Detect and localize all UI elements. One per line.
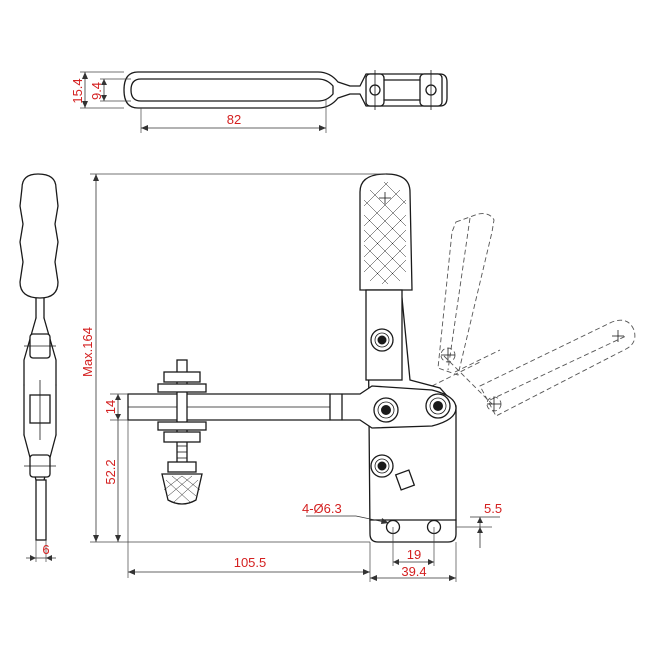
- dim-arrow: [101, 95, 107, 101]
- phantom-handle-open: [479, 319, 636, 417]
- dim-arrow: [381, 518, 389, 524]
- dim-label-reach: 105.5: [234, 555, 267, 570]
- dim-arrow: [46, 555, 52, 561]
- top-view-handle-outer: [123, 71, 448, 109]
- dim-arrow: [30, 555, 36, 561]
- dim-label-base-width: 39.4: [401, 564, 426, 579]
- spindle-top-nut: [163, 371, 201, 383]
- spindle-hex-nut: [167, 461, 197, 473]
- dim-label-bar-thickness: 14: [103, 400, 118, 414]
- spindle-top-washer: [157, 383, 207, 393]
- dim-label-max-height: Max.164: [80, 327, 95, 377]
- arm-pivot-ring: [377, 401, 395, 419]
- side-view: [19, 173, 59, 541]
- handle-knurl-pattern: [363, 181, 407, 285]
- stop-screw: [394, 469, 416, 491]
- front-view: [127, 173, 636, 543]
- dim-arrow: [93, 174, 99, 181]
- dim-arrow: [449, 575, 456, 581]
- lower-pivot-center-icon: [377, 461, 387, 471]
- link-pivot-ring: [429, 397, 447, 415]
- side-view-dimensions: 6: [26, 540, 56, 562]
- spindle-bottom-nut: [163, 431, 201, 443]
- dim-arrow: [115, 535, 121, 542]
- dim-arrow: [128, 569, 135, 575]
- dim-arrow: [115, 394, 121, 400]
- arm-pivot-center-icon: [381, 405, 391, 415]
- dim-label-hole-callout: 4-Ø6.3: [302, 501, 342, 516]
- spindle-bottom-washer: [157, 421, 207, 431]
- dim-arrow: [319, 125, 326, 131]
- top-view-handle-inner: [130, 78, 334, 102]
- front-view-dimensions: Max.164 14 52.2 105.5 19 39.4: [80, 173, 502, 582]
- link-pivot-center-icon: [433, 401, 443, 411]
- phantom-handle-positions: [431, 213, 636, 417]
- dim-label-handle-inner-width: 9.4: [89, 82, 104, 100]
- top-view-pin-head-right: [425, 84, 437, 96]
- dim-arrow: [101, 79, 107, 85]
- top-view: [123, 70, 448, 110]
- side-view-body: [23, 384, 57, 436]
- clamp-handle-grip: [359, 173, 413, 291]
- dim-label-hole-spacing: 19: [407, 547, 421, 562]
- dim-arrow: [93, 535, 99, 542]
- dim-arrow: [115, 414, 121, 420]
- dim-arrow: [363, 569, 370, 575]
- spindle-rubber-tip: [161, 473, 203, 505]
- dim-label-hole-edge-offset: 5.5: [484, 501, 502, 516]
- dim-arrow: [428, 559, 434, 565]
- phantom-link: [454, 349, 501, 373]
- upper-pivot-center-icon: [377, 335, 387, 345]
- dim-arrow: [477, 517, 483, 523]
- dim-arrow: [477, 527, 483, 533]
- dim-arrow: [82, 72, 88, 79]
- side-view-base-leg: [35, 479, 47, 541]
- dim-label-handle-length: 82: [227, 112, 241, 127]
- phantom-link-lower: [431, 361, 481, 387]
- top-view-dimensions: 15.4 9.4 82: [70, 71, 327, 133]
- upper-pivot-ring: [374, 332, 390, 348]
- phantom-handle-upright: [437, 213, 495, 376]
- dim-label-spindle-height: 52.2: [103, 459, 118, 484]
- side-view-upper-link: [23, 317, 57, 386]
- phantom-handle-open-center: [489, 335, 627, 401]
- dim-arrow: [141, 125, 148, 131]
- dim-arrow: [370, 575, 377, 581]
- dim-arrow: [82, 101, 88, 108]
- dim-label-side-width: 6: [42, 542, 49, 557]
- phantom-link-upper: [443, 355, 493, 405]
- phantom-handle-center: [447, 217, 471, 371]
- top-view-pin-head-left: [369, 84, 381, 96]
- dim-label-handle-overall-width: 15.4: [70, 78, 85, 103]
- rubber-tip-knurl-pattern: [163, 475, 201, 503]
- side-view-grip: [19, 173, 59, 299]
- lower-pivot-ring: [374, 458, 390, 474]
- dim-arrow: [393, 559, 399, 565]
